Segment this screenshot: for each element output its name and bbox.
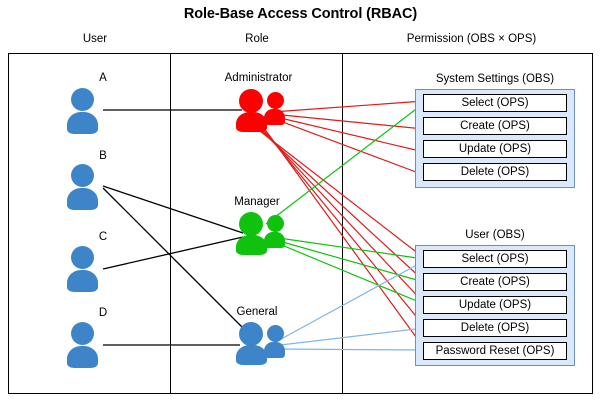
link-administrator-user-update (259, 127, 425, 304)
role-icon-administrator[interactable] (236, 88, 285, 132)
user-label-A: A (99, 72, 107, 84)
link-administrator-system-settings-update (271, 115, 425, 153)
ops-user-create[interactable]: Create (OPS) (423, 273, 567, 291)
user-icon-B[interactable] (63, 164, 103, 210)
user-body-icon (67, 188, 98, 210)
user-label-D: D (98, 307, 108, 319)
role-icon-general[interactable] (236, 321, 285, 365)
link-manager-user-select (271, 236, 425, 260)
column-divider-role-permission (342, 53, 343, 394)
group-secondary-head-icon (267, 325, 284, 342)
ops-user-password-reset[interactable]: Password Reset (OPS) (423, 342, 567, 360)
user-icon-C[interactable] (63, 246, 103, 292)
user-body-icon (67, 112, 98, 134)
link-user-C-manager (102, 236, 244, 270)
link-administrator-user-password-reset (263, 127, 425, 349)
link-general-user-password-reset (271, 348, 425, 351)
column-header-role: Role (245, 33, 269, 45)
group-secondary-head-icon (267, 92, 284, 109)
role-label-general: General (236, 306, 278, 318)
ops-user-delete[interactable]: Delete (OPS) (423, 319, 567, 337)
diagram-frame (8, 53, 593, 394)
column-header-user: User (82, 33, 108, 45)
link-user-B-general (102, 187, 246, 331)
group-secondary-body-icon (264, 232, 285, 248)
user-label-C: C (98, 231, 108, 243)
group-primary-head-icon (239, 322, 263, 346)
link-general-user-select (271, 260, 425, 345)
group-secondary-body-icon (264, 342, 285, 358)
ops-system-settings-delete[interactable]: Delete (OPS) (423, 163, 567, 181)
group-secondary-head-icon (267, 215, 284, 232)
group-primary-body-icon (236, 345, 267, 365)
user-head-icon (71, 246, 94, 269)
role-label-manager: Manager (234, 196, 280, 208)
obs-title-system-settings: System Settings (OBS) (435, 73, 555, 85)
link-user-B-manager (102, 185, 244, 234)
role-icon-manager[interactable] (236, 211, 285, 255)
link-manager-user-update (271, 240, 425, 305)
user-body-icon (67, 270, 98, 292)
link-manager-system-settings-select (265, 102, 425, 225)
user-body-icon (67, 346, 98, 368)
user-head-icon (71, 322, 94, 345)
user-head-icon (71, 88, 94, 111)
ops-system-settings-select[interactable]: Select (OPS) (423, 94, 567, 112)
link-administrator-user-select (255, 127, 425, 259)
ops-system-settings-create[interactable]: Create (OPS) (423, 117, 567, 135)
ops-user-select[interactable]: Select (OPS) (423, 250, 567, 268)
group-primary-head-icon (239, 212, 263, 236)
role-label-administrator: Administrator (224, 72, 293, 84)
group-secondary-body-icon (264, 109, 285, 125)
group-primary-head-icon (239, 89, 263, 113)
page-title: Role-Base Access Control (RBAC) (183, 6, 418, 22)
group-primary-body-icon (236, 112, 267, 132)
obs-title-user: User (OBS) (465, 229, 525, 241)
user-icon-D[interactable] (63, 322, 103, 368)
column-divider-user-role (170, 53, 171, 394)
link-administrator-system-settings-delete (271, 117, 425, 176)
user-icon-A[interactable] (63, 88, 103, 134)
ops-user-update[interactable]: Update (OPS) (423, 296, 567, 314)
user-label-B: B (99, 150, 107, 162)
ops-system-settings-update[interactable]: Update (OPS) (423, 140, 567, 158)
user-head-icon (71, 164, 94, 187)
link-general-user-delete (271, 327, 425, 347)
column-header-permission: Permission (OBS × OPS) (406, 33, 537, 45)
link-administrator-system-settings-select (271, 100, 425, 113)
link-administrator-system-settings-create (271, 113, 425, 130)
group-primary-body-icon (236, 235, 267, 255)
